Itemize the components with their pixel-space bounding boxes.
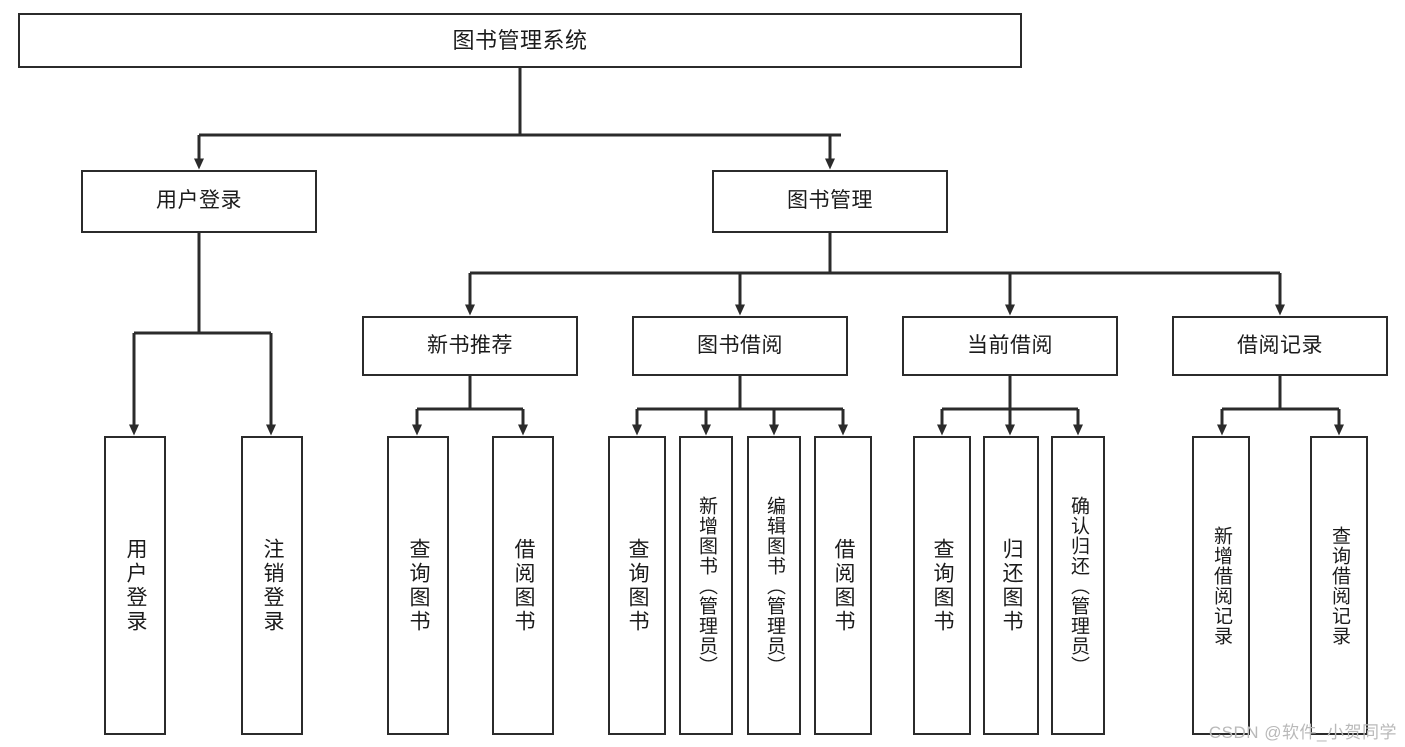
node-label: 归还图书 [1000,537,1024,634]
leaf-confirm-return-admin[interactable]: 确认归还（管理员） [1051,436,1105,735]
leaf-return-book[interactable]: 归还图书 [983,436,1039,735]
leaf-query-book-cb[interactable]: 查询图书 [913,436,971,735]
node-label: 查询借阅记录 [1328,525,1350,646]
leaf-edit-book-admin[interactable]: 编辑图书（管理员） [747,436,801,735]
leaf-add-borrow-record[interactable]: 新增借阅记录 [1192,436,1250,735]
leaf-borrow-book-nb[interactable]: 借阅图书 [492,436,554,735]
node-label: 新书推荐 [427,333,513,357]
leaf-borrow-book-bb[interactable]: 借阅图书 [814,436,872,735]
node-new-book-recommend[interactable]: 新书推荐 [362,316,578,376]
node-label: 确认归还（管理员） [1067,495,1089,676]
leaf-query-borrow-record[interactable]: 查询借阅记录 [1310,436,1368,735]
node-label: 用户登录 [156,189,242,213]
node-label: 当前借阅 [967,333,1053,357]
node-label: 新增借阅记录 [1210,525,1232,646]
leaf-user-login[interactable]: 用户登录 [104,436,166,735]
node-label: 查询图书 [931,537,955,634]
leaf-query-book-bb[interactable]: 查询图书 [608,436,666,735]
node-root-book-management-system[interactable]: 图书管理系统 [18,13,1022,68]
leaf-query-book-nb[interactable]: 查询图书 [387,436,449,735]
node-user-login[interactable]: 用户登录 [81,170,317,233]
csdn-watermark: CSDN @软件_小贺同学 [1208,723,1397,742]
node-label: 借阅图书 [512,537,536,634]
node-book-borrow[interactable]: 图书借阅 [632,316,848,376]
node-label: 图书管理系统 [452,27,588,53]
node-label: 借阅图书 [832,537,856,634]
node-label: 查询图书 [407,537,431,634]
node-label: 图书借阅 [697,333,783,357]
node-label: 查询图书 [626,537,650,634]
leaf-logout[interactable]: 注销登录 [241,436,303,735]
node-label: 图书管理 [787,189,873,213]
node-current-borrow[interactable]: 当前借阅 [902,316,1118,376]
node-label: 借阅记录 [1237,333,1323,357]
node-label: 编辑图书（管理员） [763,495,785,676]
node-borrow-record[interactable]: 借阅记录 [1172,316,1388,376]
node-book-management[interactable]: 图书管理 [712,170,948,233]
node-label: 新增图书（管理员） [695,495,717,676]
node-label: 用户登录 [124,537,148,634]
node-label: 注销登录 [261,537,285,634]
leaf-add-book-admin[interactable]: 新增图书（管理员） [679,436,733,735]
